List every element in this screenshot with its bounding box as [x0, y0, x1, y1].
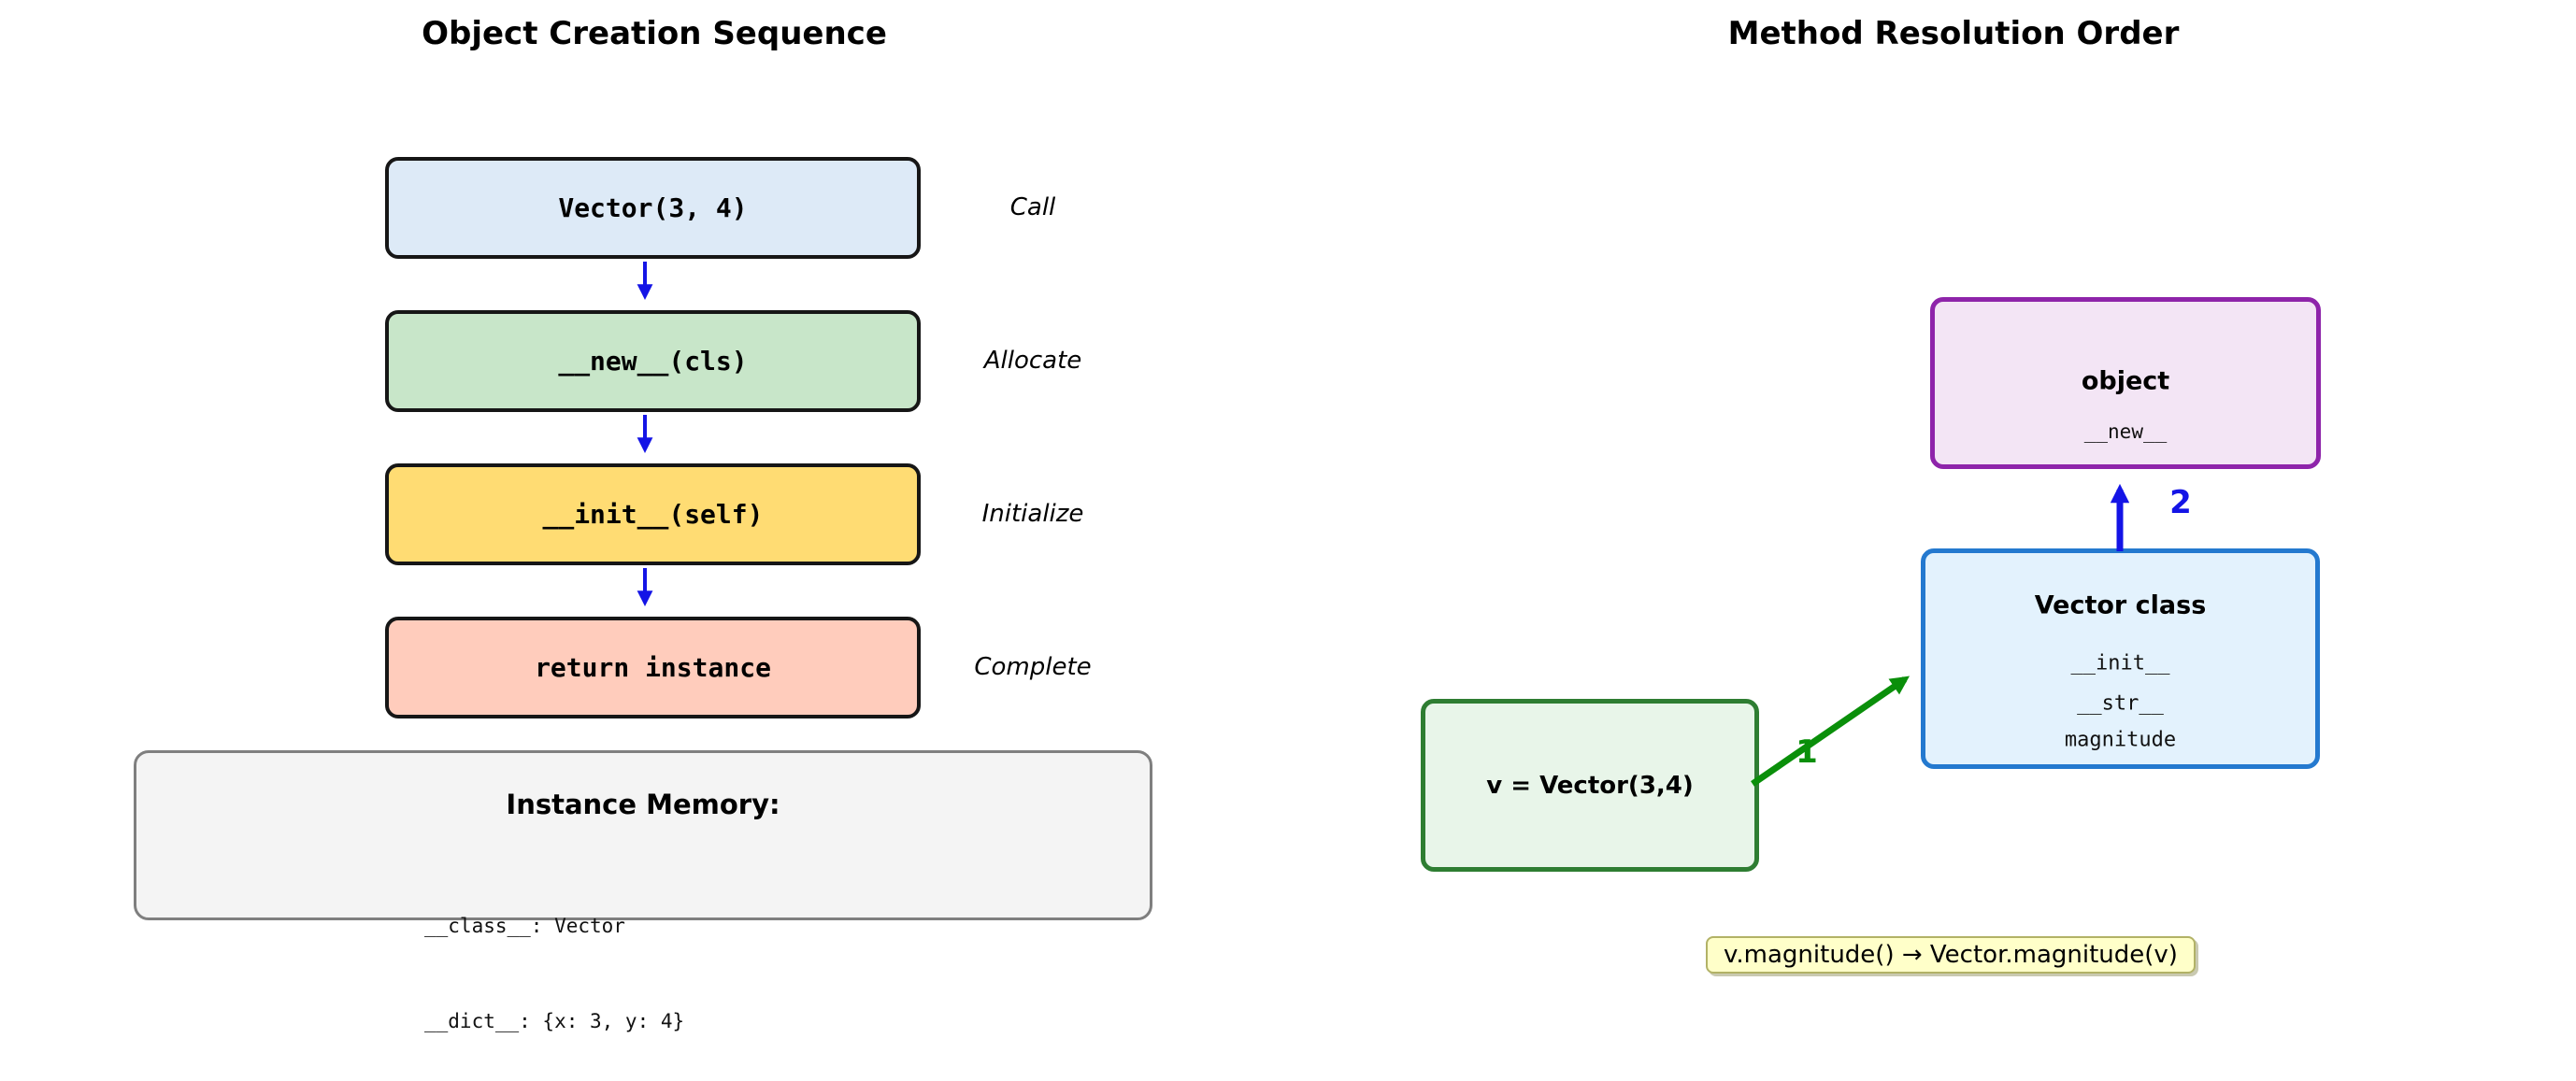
left-panel-title: Object Creation Sequence	[422, 15, 887, 52]
step-box-initialize: __init__(self)	[385, 463, 921, 565]
step-box-allocate: __new__(cls)	[385, 310, 921, 412]
vector-method-magnitude: magnitude	[2064, 728, 2177, 752]
step-box-complete: return instance	[385, 617, 921, 718]
lookup-step-1-label: 1	[1796, 733, 1818, 771]
phase-label-initialize: Initialize	[981, 500, 1084, 528]
method-lookup-note: v.magnitude() → Vector.magnitude(v)	[1706, 936, 2196, 974]
object-box-title: object	[2081, 366, 2170, 396]
vector-instance-label: v = Vector(3,4)	[1486, 771, 1694, 800]
memory-class-line: __class__: Vector	[424, 915, 625, 937]
vector-box-title: Vector class	[2034, 590, 2207, 620]
vector-method-str: __str__	[2077, 691, 2164, 716]
step-code-complete: return instance	[535, 652, 771, 683]
vector-method-init: __init__	[2070, 651, 2170, 676]
right-panel-title: Method Resolution Order	[1727, 15, 2180, 52]
lookup-step-2-label: 2	[2169, 484, 2192, 521]
phase-label-complete: Complete	[974, 653, 1092, 681]
step-code-call: Vector(3, 4)	[558, 192, 748, 223]
vector-class-box: Vector class __init__ __str__ magnitude	[1921, 548, 2320, 769]
object-class-box: object __new__	[1930, 297, 2321, 469]
step-code-allocate: __new__(cls)	[558, 346, 748, 377]
vector-instance-box: v = Vector(3,4)	[1421, 699, 1759, 872]
instance-memory-title: Instance Memory:	[506, 789, 780, 820]
instance-memory-box: Instance Memory: __class__: Vector __dic…	[134, 750, 1152, 1032]
phase-label-call: Call	[1009, 193, 1056, 221]
lookup-arrow-instance-to-class	[1751, 676, 1911, 787]
memory-dict-line: __dict__: {x: 3, y: 4}	[424, 1010, 685, 1032]
instance-memory-lines: __class__: Vector __dict__: {x: 3, y: 4}	[424, 846, 684, 1081]
object-method-new: __new__	[2083, 420, 2168, 443]
step-code-initialize: __init__(self)	[542, 499, 764, 530]
step-box-call: Vector(3, 4)	[385, 157, 921, 259]
phase-label-allocate: Allocate	[983, 347, 1082, 375]
